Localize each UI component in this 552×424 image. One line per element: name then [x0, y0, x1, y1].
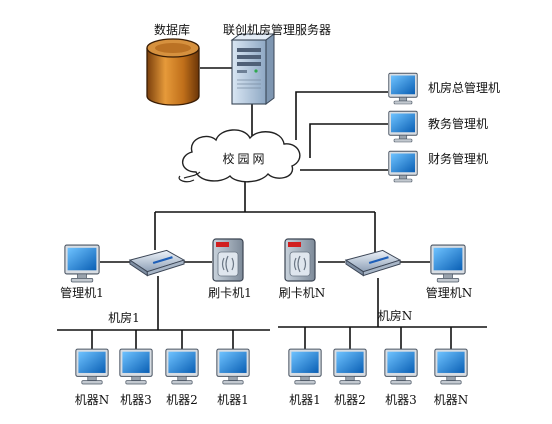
card-reader-n-icon [284, 238, 316, 282]
switch-n-icon [344, 249, 402, 277]
room-n-machine-2-monitor-icon [333, 348, 367, 385]
room-n-machine-2-label: 机器2 [334, 393, 366, 407]
admin-pc-1-monitor-icon [388, 72, 418, 105]
network-label: 校园网 [222, 151, 267, 166]
connection-lines [57, 67, 487, 350]
room-n-machine-1-label: 机器1 [289, 393, 321, 407]
room-1-machine-3-label: 机器2 [166, 393, 198, 407]
card-reader-1-label: 刷卡机1 [208, 286, 252, 300]
room-n-machine-1-monitor-icon [288, 348, 322, 385]
server-tower-icon [230, 33, 276, 105]
manager-1-monitor-icon [64, 244, 100, 283]
line-cloud-admin1 [295, 91, 388, 140]
room-1-machine-3-monitor-icon [165, 348, 199, 385]
admin-pc-2-monitor-icon [388, 110, 418, 143]
room-n-machine-3-monitor-icon [384, 348, 418, 385]
admin-pc-3-label: 财务管理机 [428, 151, 488, 166]
room-1-label: 机房1 [108, 310, 140, 325]
database-label: 数据库 [154, 22, 190, 37]
room-n-machine-4-monitor-icon [434, 348, 468, 385]
server-label: 联创机房管理服务器 [223, 22, 331, 37]
card-reader-1-icon [212, 238, 244, 282]
switch-1-icon [128, 249, 186, 277]
line-cloud-admin2 [309, 123, 388, 158]
database-icon [146, 38, 200, 106]
room-1-machine-4-label: 机器1 [217, 393, 249, 407]
room-1-machine-2-label: 机器3 [120, 393, 152, 407]
cloud-icon [178, 129, 301, 183]
room-1-machine-4-monitor-icon [216, 348, 250, 385]
room-1-machine-2-monitor-icon [119, 348, 153, 385]
room-1-machine-1-monitor-icon [75, 348, 109, 385]
admin-pc-3-monitor-icon [388, 150, 418, 183]
room-1-machine-1-label: 机器N [75, 393, 110, 407]
room-n-machine-3-label: 机器3 [385, 393, 417, 407]
manager-n-monitor-icon [430, 244, 466, 283]
card-reader-n-label: 刷卡机N [279, 286, 326, 300]
manager-n-label: 管理机N [426, 285, 473, 300]
admin-pc-1-label: 机房总管理机 [428, 80, 500, 95]
room-n-label: 机房N [378, 308, 413, 323]
admin-pc-2-label: 教务管理机 [428, 116, 488, 131]
room-n-machine-4-label: 机器N [434, 393, 469, 407]
manager-1-label: 管理机1 [60, 285, 104, 300]
